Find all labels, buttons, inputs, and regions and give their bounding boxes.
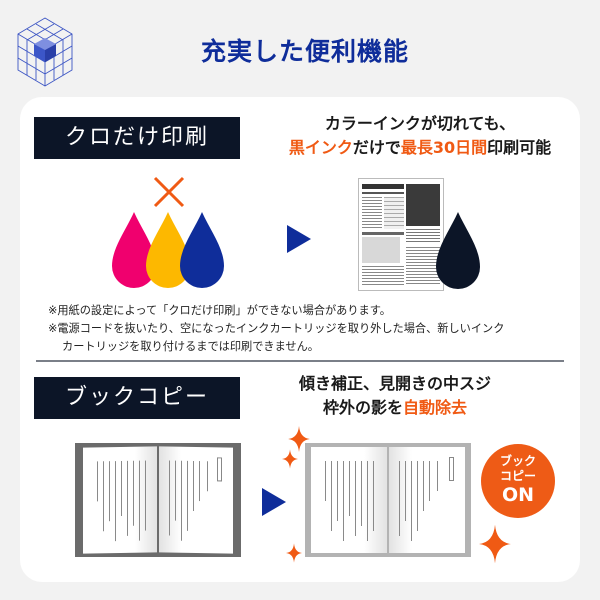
cross-mark-icon — [153, 176, 185, 208]
footnote-1: ※用紙の設定によって「クロだけ印刷」ができない場合があります。 — [48, 304, 391, 317]
headline-accent-auto-remove: 自動除去 — [403, 398, 468, 417]
printed-document-icon — [358, 178, 444, 291]
section-divider — [36, 360, 564, 362]
feature-headline-black-only-print: カラーインクが切れても、 黒インクだけで最長30日間印刷可能 — [255, 112, 585, 160]
headline-accent-black-ink: 黒インク — [288, 138, 353, 157]
footnote-2: ※電源コードを抜いたり、空になったインクカートリッジを取り外した場合、新しいイン… — [48, 322, 505, 335]
sparkle-icon — [286, 543, 302, 563]
book-scan-after — [305, 443, 471, 557]
arrow-right-icon — [262, 488, 286, 516]
black-ink-drop-icon — [436, 212, 480, 289]
isometric-cube-grid-icon — [17, 17, 73, 87]
headline-line-1: 傾き補正、見開きの中スジ — [298, 374, 491, 393]
book-page-left — [311, 447, 387, 553]
headline-line-2: 枠外の影を自動除去 — [270, 396, 520, 420]
badge-line-2: コピー — [499, 469, 536, 483]
headline-accent-30-days: 最長30日間 — [400, 138, 488, 157]
footnotes: ※用紙の設定によって「クロだけ印刷」ができない場合があります。 ※電源コードを抜… — [48, 302, 504, 356]
headline-line-2: 黒インクだけで最長30日間印刷可能 — [255, 136, 585, 160]
headline-text: 印刷可能 — [487, 138, 552, 157]
badge-on-label: ON — [501, 484, 535, 506]
footnote-2-continued: カートリッジを取り付けるまでは印刷できません。 — [62, 340, 319, 353]
book-page-right — [159, 446, 233, 554]
book-page-left — [83, 446, 157, 554]
headline-line-1: カラーインクが切れても、 — [324, 114, 516, 133]
feature-label-book-copy: ブックコピー — [34, 377, 240, 419]
feature-headline-book-copy: 傾き補正、見開きの中スジ 枠外の影を自動除去 — [270, 372, 520, 420]
sparkle-icon — [479, 524, 511, 564]
headline-text: だけで — [352, 138, 401, 157]
page-title: 充実した便利機能 — [200, 37, 409, 66]
sparkle-icon — [288, 426, 310, 452]
feature-label-black-only-print: クロだけ印刷 — [34, 117, 240, 159]
headline-text: 枠外の影を — [322, 398, 403, 417]
book-copy-on-badge: ブック コピー ON — [481, 444, 555, 518]
badge-line-1: ブック — [499, 454, 536, 468]
arrow-right-icon — [287, 225, 311, 253]
book-scan-before — [75, 443, 241, 557]
color-ink-drops-icon — [112, 212, 224, 288]
sparkle-icon — [282, 449, 298, 469]
book-page-right — [389, 447, 465, 553]
